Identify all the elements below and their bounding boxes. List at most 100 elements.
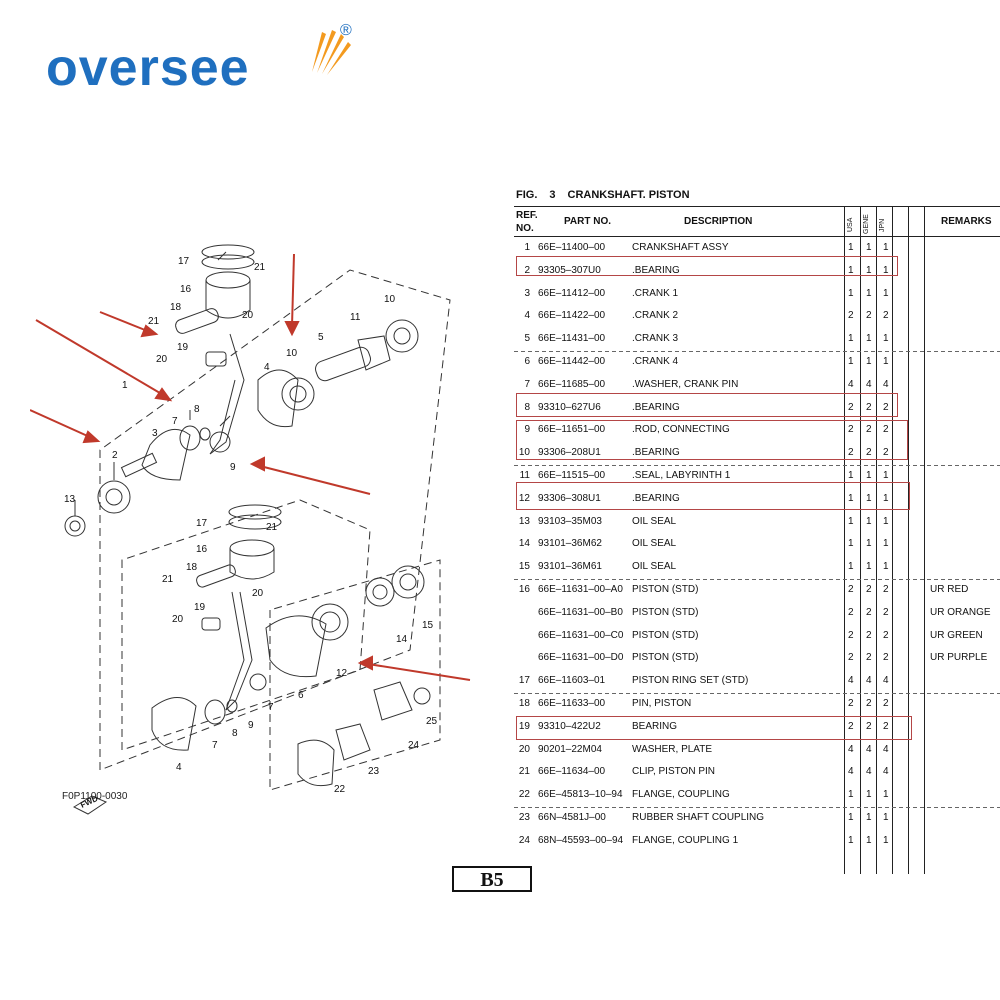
qty-jpn-cell: 2 (883, 401, 889, 413)
callout-7: 7 (172, 416, 178, 427)
callout-20d: 20 (172, 614, 184, 625)
qty-gene-cell: 1 (866, 834, 872, 846)
qty-usa-cell: 1 (848, 538, 854, 550)
qty-usa-cell: 1 (848, 333, 854, 345)
qty-gene-cell: 1 (866, 561, 872, 573)
callout-7b: 7 (268, 702, 274, 713)
callout-17b: 17 (196, 518, 208, 529)
qty-gene-cell: 4 (866, 675, 872, 687)
header-description: DESCRIPTION (684, 216, 753, 227)
callout-2: 2 (112, 450, 118, 461)
description-cell: CRANKSHAFT ASSY (632, 242, 729, 253)
highlight-rows-9-10 (516, 420, 908, 460)
part-no-cell: 66E–11603–01 (538, 675, 606, 687)
description-cell: PISTON (STD) (632, 584, 699, 595)
remarks-cell: UR RED (930, 584, 969, 595)
part-no-cell: 66N–4581J–00 (538, 812, 606, 823)
part-no-cell: 66E–11442–00 (538, 356, 606, 367)
description-cell: .SEAL, LABYRINTH 1 (632, 470, 731, 481)
qty-jpn-cell: 1 (883, 242, 889, 253)
logo-text: oversee (46, 39, 250, 97)
ref-cell: 21 (518, 766, 530, 778)
callout-12: 12 (336, 668, 348, 679)
qty-usa-cell: 2 (848, 447, 854, 459)
part-no-cell: 68N–45593–00–94 (538, 834, 624, 846)
logo-fan-icon (312, 30, 351, 75)
part-no-cell: 66E–45813–10–94 (538, 789, 623, 801)
part-no-cell: 66E–11631–00–D0 (538, 652, 624, 664)
qty-jpn-cell: 4 (883, 675, 889, 687)
description-cell: OIL SEAL (632, 561, 677, 573)
page-label: B5 (452, 866, 532, 892)
highlight-row-8 (516, 393, 898, 417)
qty-jpn-cell: 1 (883, 356, 889, 367)
qty-usa-cell: 2 (848, 720, 854, 732)
callout-19b: 19 (194, 602, 206, 613)
callout-14: 14 (396, 634, 408, 645)
description-cell: .BEARING (632, 264, 680, 276)
qty-jpn-cell: 2 (883, 652, 889, 664)
ref-cell: 10 (518, 447, 530, 459)
qty-jpn-cell: 2 (883, 447, 889, 459)
part-no-cell: 93310–627U6 (538, 401, 601, 413)
qty-gene-cell: 1 (866, 356, 872, 367)
callout-22: 22 (334, 784, 346, 795)
part-no-cell: 66E–11685–00 (538, 378, 606, 390)
qty-usa-cell: 1 (848, 812, 854, 823)
highlight-row-12 (516, 482, 910, 510)
qty-usa-cell: 1 (848, 264, 854, 276)
qty-jpn-cell: 1 (883, 333, 889, 345)
qty-gene-cell: 1 (866, 515, 872, 527)
fig-title-text: CRANKSHAFT. PISTON (567, 189, 690, 201)
qty-usa-cell: 1 (848, 356, 854, 367)
qty-usa-cell: 4 (848, 378, 854, 390)
callout-21b: 21 (148, 316, 160, 327)
callout-21: 21 (254, 262, 266, 273)
fig-number: 3 (549, 189, 556, 201)
qty-usa-cell: 4 (848, 743, 854, 755)
qty-gene-cell: 2 (866, 606, 872, 618)
header-remarks: REMARKS (941, 216, 992, 227)
qty-usa-cell: 2 (848, 606, 854, 618)
callout-19: 19 (177, 342, 189, 353)
qty-gene-cell: 4 (866, 743, 872, 755)
callout-3: 3 (152, 428, 158, 439)
header-ref: REF. (516, 210, 538, 221)
qty-gene-cell: 2 (866, 584, 872, 595)
qty-jpn-cell: 2 (883, 720, 889, 732)
qty-jpn-cell: 1 (883, 812, 889, 823)
qty-jpn-cell: 1 (883, 492, 889, 504)
qty-gene-cell: 1 (866, 492, 872, 504)
ref-cell: 5 (524, 333, 530, 345)
qty-jpn-cell: 1 (883, 538, 889, 550)
callout-8b: 8 (232, 728, 238, 739)
part-no-cell: 93305–307U0 (538, 264, 601, 276)
callout-25: 25 (426, 716, 438, 727)
diagram-code: F0P1100-0030 (62, 791, 128, 802)
part-no-cell: 93101–36M62 (538, 538, 602, 550)
ref-cell: 8 (524, 401, 530, 413)
callout-23: 23 (368, 766, 380, 777)
callout-21d: 21 (162, 574, 174, 585)
callout-9b: 9 (248, 720, 254, 731)
table-lines (514, 206, 1000, 874)
qty-gene-cell: 1 (866, 242, 872, 253)
remarks-cell: UR GREEN (930, 629, 983, 641)
callout-16b: 16 (196, 544, 208, 555)
callout-8: 8 (194, 404, 200, 415)
callout-13: 13 (64, 494, 76, 505)
qty-gene-cell: 2 (866, 424, 872, 436)
ref-cell: 2 (524, 264, 530, 276)
callout-20c: 20 (252, 588, 264, 599)
header-gene: GENE (863, 214, 870, 234)
